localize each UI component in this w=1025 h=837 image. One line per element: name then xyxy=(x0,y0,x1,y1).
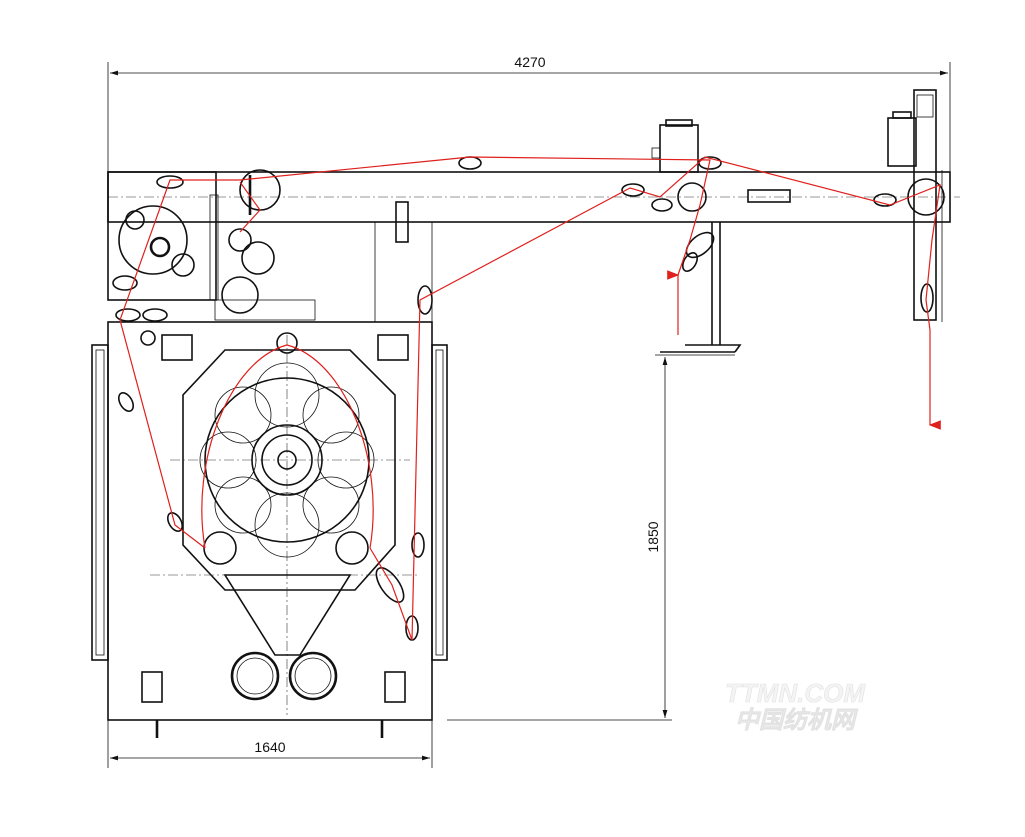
yarn-guides xyxy=(156,156,945,315)
winding-head xyxy=(112,169,316,321)
bottom-rollers xyxy=(230,651,338,701)
watermark-line1: TTMN.COM xyxy=(725,678,866,708)
middle-stand xyxy=(660,222,742,353)
upper-beam xyxy=(107,171,960,322)
motor-left xyxy=(651,119,699,173)
yarn-path xyxy=(119,156,941,641)
watermark-line2: 中国纺机网 xyxy=(735,707,859,734)
dimension-height: 1850 xyxy=(447,354,735,721)
dimension-label-height: 1850 xyxy=(645,521,661,552)
dimension-base-width: 1640 xyxy=(107,720,433,768)
main-frame xyxy=(91,321,448,738)
right-stand xyxy=(913,89,943,322)
side-guides xyxy=(115,308,425,641)
dimension-label-base: 1640 xyxy=(254,739,285,755)
motor-right xyxy=(887,111,917,167)
dimension-overall-width: 4270 xyxy=(107,54,951,172)
winding-drum xyxy=(199,332,375,656)
dimension-label-width: 4270 xyxy=(514,54,545,70)
watermark-logo: TTMN.COM 中国纺机网 xyxy=(725,678,867,735)
